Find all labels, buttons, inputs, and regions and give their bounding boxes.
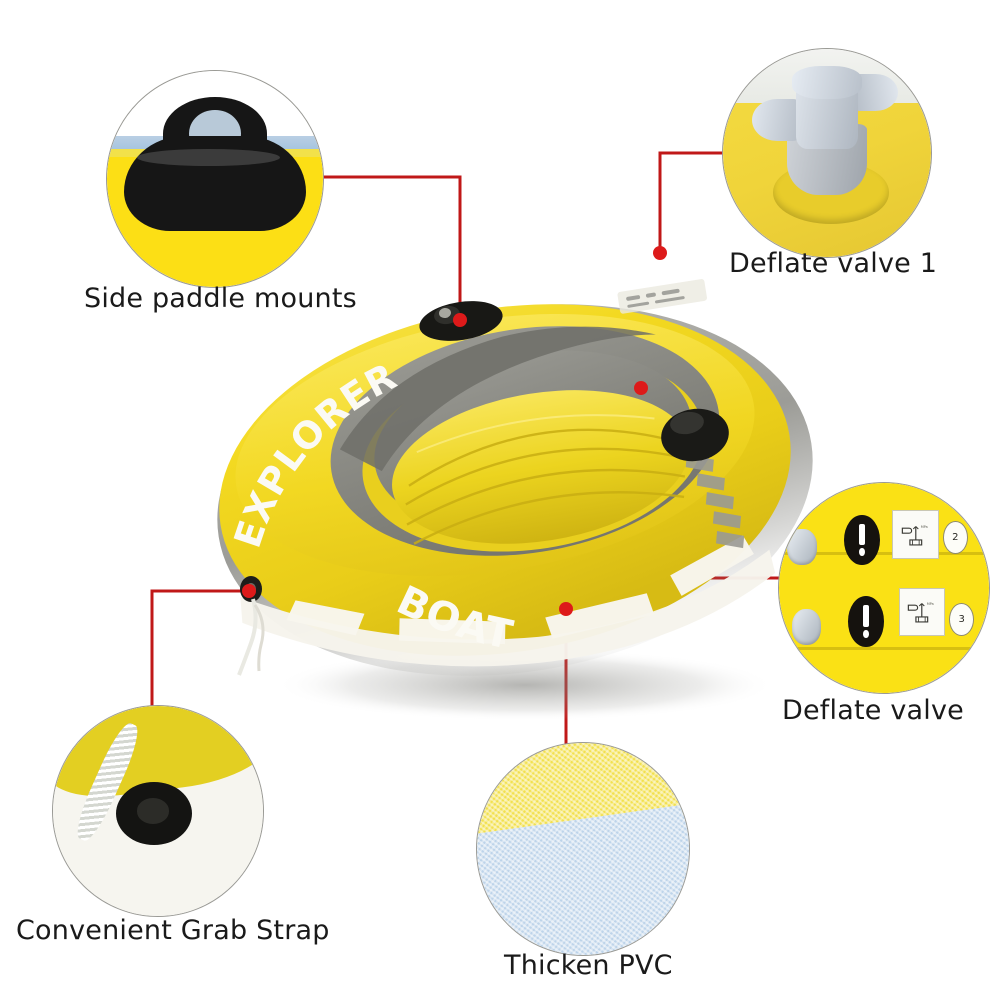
callout-label-side-paddle-mounts: Side paddle mounts <box>84 283 357 314</box>
callout-convenient-grab-strap[interactable] <box>52 705 264 917</box>
callout-side-paddle-mounts[interactable] <box>106 70 324 288</box>
deflate-valve-1-photo <box>723 49 931 257</box>
step-number-3: 3 <box>949 602 975 637</box>
inflate-diagram-icon: MPa <box>907 603 934 623</box>
inflation-step-card-3: MPa <box>898 588 945 637</box>
hotspot-pvc[interactable] <box>559 602 573 616</box>
callout-label-deflate-valve: Deflate valve <box>782 695 964 726</box>
step-number-2: 2 <box>942 520 968 555</box>
thicken-pvc-photo <box>477 743 689 955</box>
inflate-diagram-icon: MPa <box>901 525 928 546</box>
svg-text:MPa: MPa <box>927 603 934 607</box>
deflate-valve-photo: MPa 2 MPa 3 <box>779 483 989 693</box>
callout-deflate-valve-1[interactable] <box>722 48 932 258</box>
paddle-mount-rear <box>661 408 729 462</box>
svg-text:MPa: MPa <box>921 525 928 529</box>
callout-label-deflate-valve-1: Deflate valve 1 <box>729 248 938 279</box>
hotspot-grab-strap[interactable] <box>242 584 256 598</box>
inflation-step-card-2: MPa <box>892 510 939 559</box>
callout-thicken-pvc[interactable] <box>476 742 690 956</box>
hotspot-deflate-valve[interactable] <box>634 381 648 395</box>
warning-icon-upper <box>844 514 880 565</box>
grab-strap-photo <box>53 706 263 916</box>
callout-deflate-valve[interactable]: MPa 2 MPa 3 <box>778 482 990 694</box>
valve-nozzle-lower <box>791 609 821 645</box>
hotspot-paddle-mount[interactable] <box>453 313 467 327</box>
valve-nozzle-upper <box>787 529 817 565</box>
warning-icon-lower <box>848 596 884 647</box>
hotspot-valve-1[interactable] <box>653 246 667 260</box>
callout-label-thicken-pvc: Thicken PVC <box>504 950 673 981</box>
callout-label-convenient-grab-strap: Convenient Grab Strap <box>16 915 330 946</box>
side-paddle-mount-photo <box>107 71 323 287</box>
product-image-explorer-boat: EXPLORER BOAT <box>195 255 835 725</box>
